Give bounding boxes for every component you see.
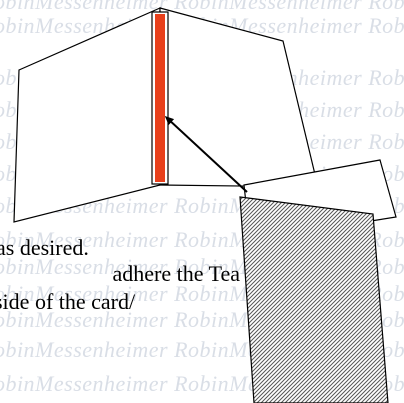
card-left-panel xyxy=(13,7,161,223)
watermark-line: RobinMessenheimer RobinMessenheimer Robi… xyxy=(0,0,404,14)
card-right-panel xyxy=(159,7,319,188)
instruction-text-line-1: as desired. xyxy=(0,235,89,260)
small-card-front-panel xyxy=(239,196,389,403)
placement-arrow xyxy=(164,115,248,193)
spine-strip-fill xyxy=(155,14,165,182)
instruction-text-line-2: adhere the Tea xyxy=(112,261,240,286)
instruction-text-line-3: side of the card/ xyxy=(0,289,136,314)
